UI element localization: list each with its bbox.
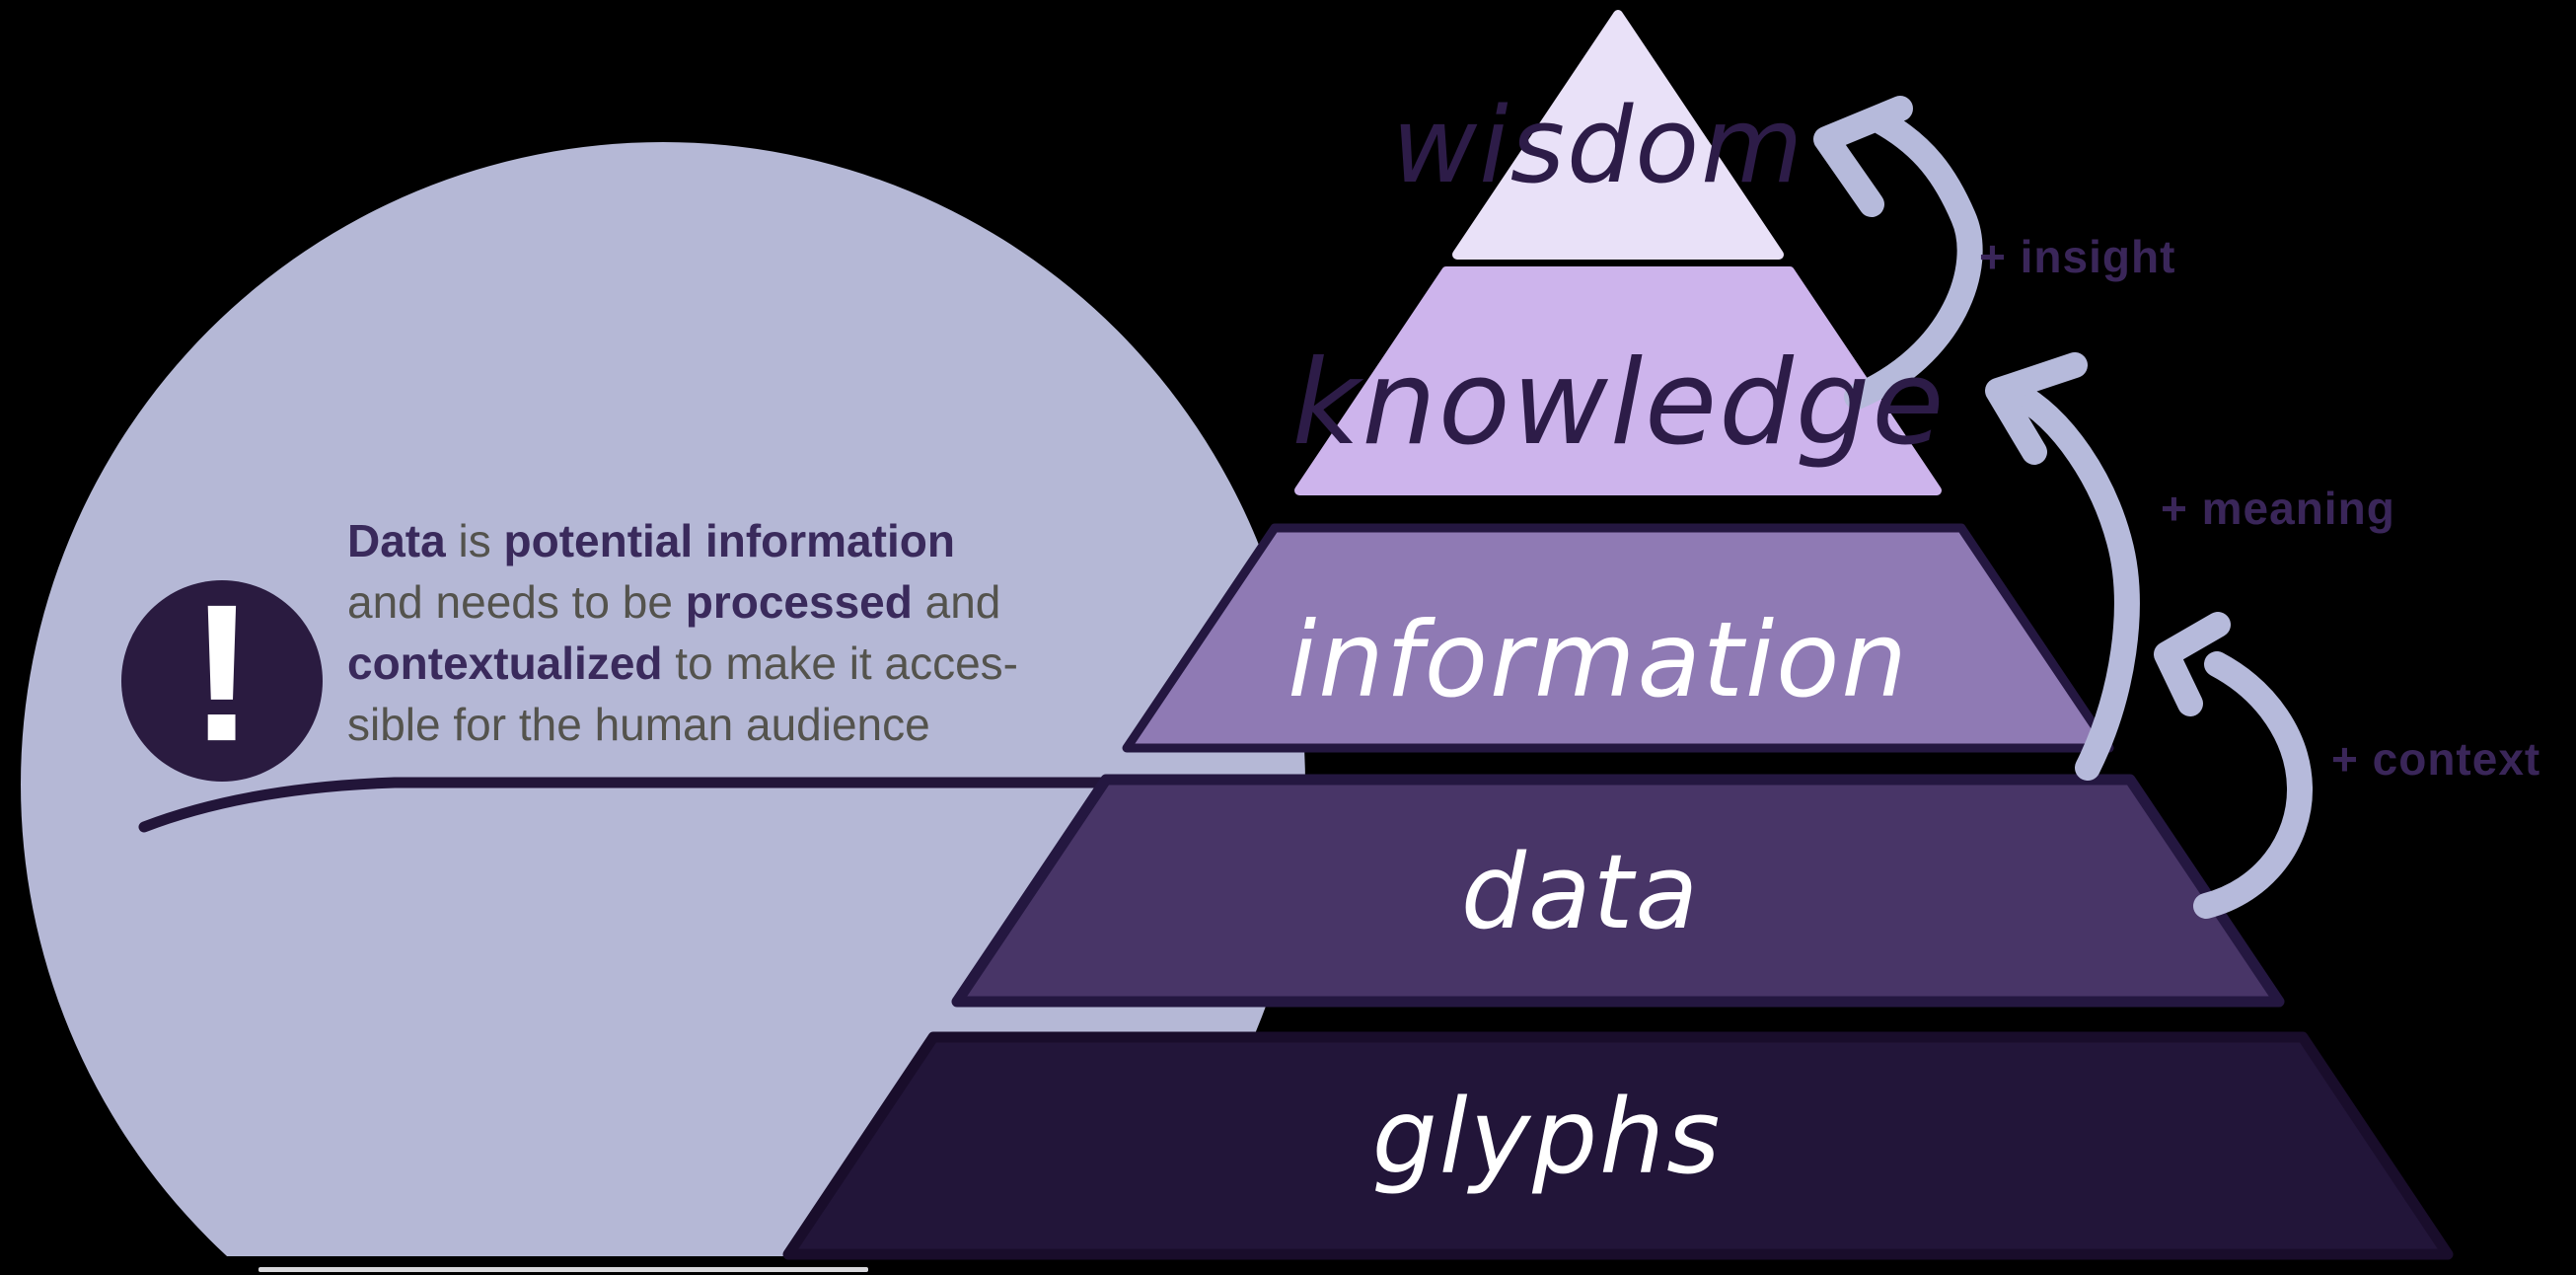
arrow-label-insight: + insight [1979, 231, 2176, 282]
callout-bold-segment: contextualized [347, 638, 663, 689]
pyramid-level-wisdom [1452, 10, 1784, 260]
callout-text-segment: and needs to be [347, 576, 686, 628]
pyramid-level-glyphs [782, 1031, 2454, 1260]
callout-text-segment: is [445, 515, 504, 566]
callout-text-segment: sible for the human audience [347, 699, 930, 750]
callout-bold-segment: processed [685, 576, 913, 628]
callout-text-line: and needs to be processed and [347, 571, 1018, 633]
callout-text-segment: and [912, 576, 1001, 628]
arrow-label-context: + context [2331, 733, 2541, 785]
level-label-information: information [1288, 600, 1909, 720]
curved-arrow-meaning [1985, 352, 2140, 781]
pyramid-level-knowledge [1294, 266, 1942, 495]
callout-bold-segment: Data [347, 515, 446, 566]
arrowhead-icon [1813, 96, 1913, 217]
callout-connector-line [138, 777, 1160, 833]
callout-bold-segment: potential information [503, 515, 955, 566]
arrowhead-icon [2154, 612, 2231, 716]
level-label-knowledge: knowledge [1291, 336, 1947, 472]
callout-text-line: Data is potential information [347, 510, 1018, 571]
level-label-data: data [1460, 832, 1701, 952]
pyramid-level-data [951, 774, 2285, 1008]
curved-arrow-context [2154, 612, 2314, 919]
callout-text-segment: to make it acces- [662, 638, 1018, 689]
level-label-wisdom: wisdom [1391, 85, 1805, 206]
callout-text-line: contextualized to make it acces- [347, 633, 1018, 694]
exclamation-badge [121, 580, 323, 782]
canvas-edge-line [258, 1267, 868, 1272]
callout-text-line: sible for the human audience [347, 694, 1018, 755]
arrow-label-meaning: + meaning [2161, 483, 2395, 534]
level-label-glyphs: glyphs [1371, 1077, 1723, 1197]
exclamation-icon: ! [189, 563, 255, 783]
arrowhead-icon [1985, 352, 2088, 465]
curved-arrow-insight [1813, 96, 1983, 410]
